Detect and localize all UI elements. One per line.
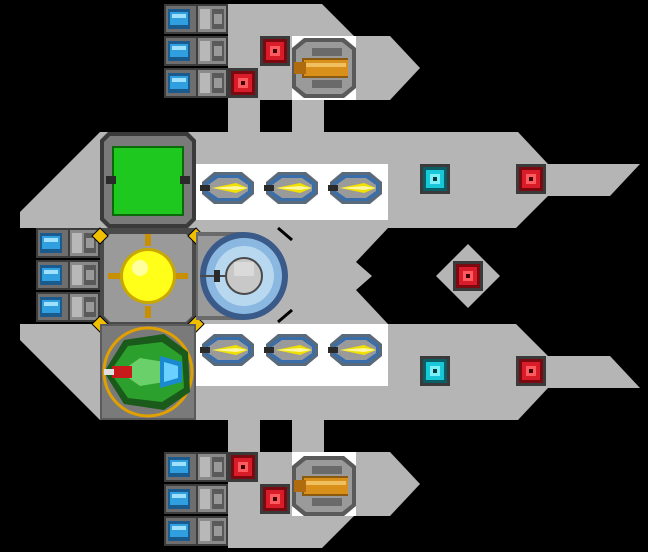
orange-cannon-icon[interactable] <box>292 456 356 516</box>
red-gem-icon[interactable] <box>453 261 483 291</box>
blue-crystal-cell-icon[interactable] <box>164 484 228 514</box>
green-shield-panel-icon[interactable] <box>100 132 196 228</box>
yellow-reactor-core-icon[interactable] <box>91 227 205 333</box>
red-gem-icon[interactable] <box>516 164 546 194</box>
cyan-gem-icon[interactable] <box>420 164 450 194</box>
red-gem-icon[interactable] <box>228 452 258 482</box>
blue-crystal-cell-icon[interactable] <box>164 4 228 34</box>
blue-crystal-cell-icon[interactable] <box>36 292 100 322</box>
red-gem-icon[interactable] <box>228 68 258 98</box>
red-gem-icon[interactable] <box>260 484 290 514</box>
hull-nose-lower <box>20 324 100 420</box>
red-gem-icon[interactable] <box>260 36 290 66</box>
hull-top-strut-left <box>228 100 260 134</box>
red-gem-icon[interactable] <box>516 356 546 386</box>
hull-bottom-strut-left <box>228 420 260 454</box>
hull-nose-upper <box>20 132 100 228</box>
hull-top-strut-right <box>292 100 324 134</box>
radar-dish-icon[interactable] <box>196 226 293 324</box>
blue-crystal-cell-icon[interactable] <box>164 516 228 546</box>
blue-crystal-cell-icon[interactable] <box>164 452 228 482</box>
blue-crystal-cell-icon[interactable] <box>164 68 228 98</box>
cyan-gem-icon[interactable] <box>420 356 450 386</box>
orange-cannon-icon[interactable] <box>292 38 356 98</box>
green-fighter-ship-icon[interactable] <box>100 324 196 420</box>
blue-crystal-cell-icon[interactable] <box>164 36 228 66</box>
hull-bottom-strut-right <box>292 420 324 454</box>
blue-crystal-cell-icon[interactable] <box>36 228 100 258</box>
blue-crystal-cell-icon[interactable] <box>36 260 100 290</box>
